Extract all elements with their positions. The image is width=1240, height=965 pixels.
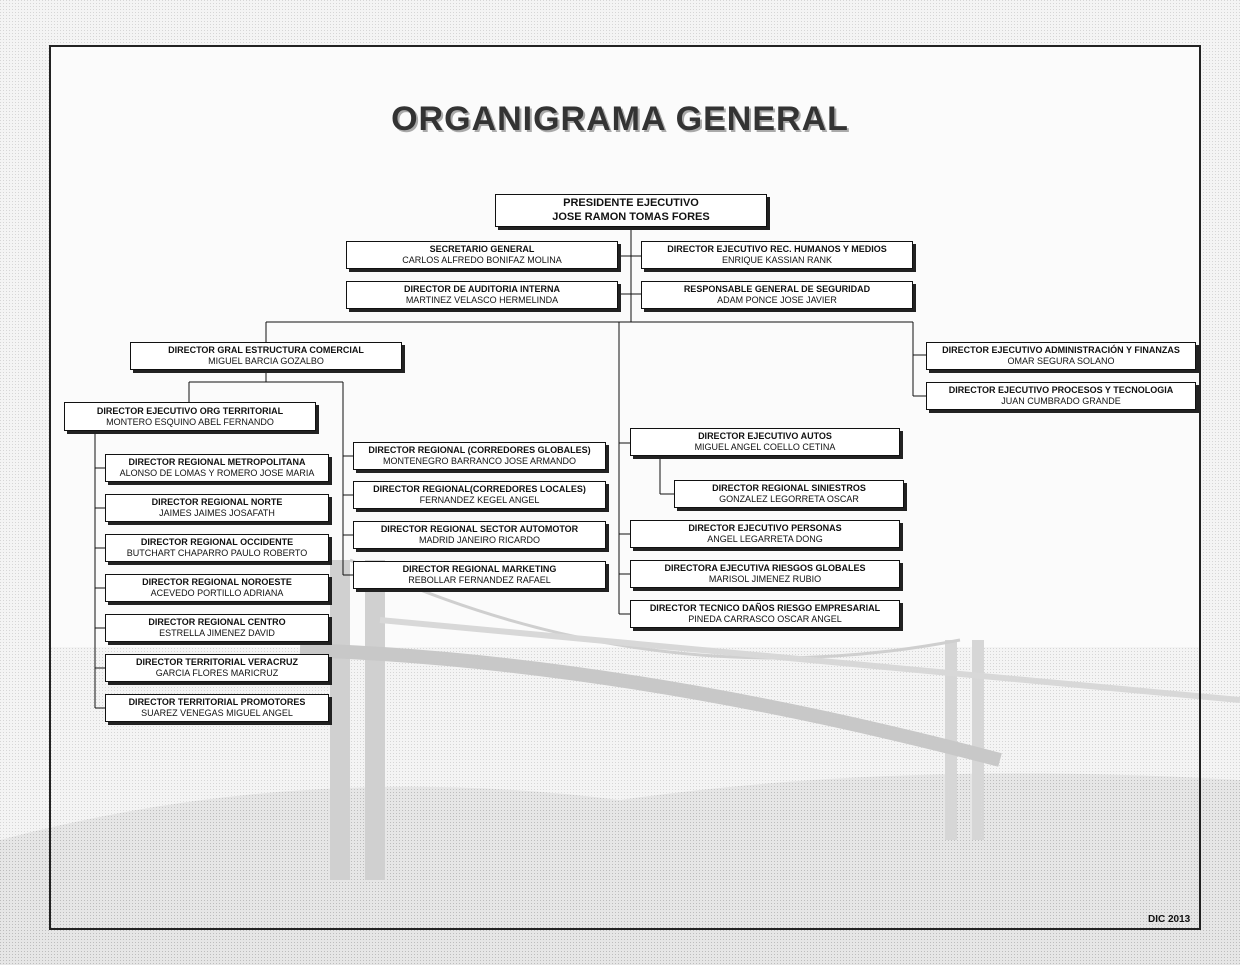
org-box-regional-norte: DIRECTOR REGIONAL NORTE JAIMES JAIMES JO… bbox=[105, 494, 329, 522]
org-box-estructura-comercial: DIRECTOR GRAL ESTRUCTURA COMERCIAL MIGUE… bbox=[130, 342, 402, 370]
position-label: DIRECTOR EJECUTIVO REC. HUMANOS Y MEDIOS bbox=[667, 244, 887, 255]
person-name: GONZALEZ LEGORRETA OSCAR bbox=[719, 494, 859, 504]
person-name: MONTENEGRO BARRANCO JOSE ARMANDO bbox=[382, 456, 577, 466]
person-name: MONTERO ESQUINO ABEL FERNANDO bbox=[106, 416, 274, 427]
org-box-rec-humanos: DIRECTOR EJECUTIVO REC. HUMANOS Y MEDIOS… bbox=[641, 241, 913, 269]
position-label: DIRECTOR REGIONAL NOROESTE bbox=[142, 577, 292, 588]
org-box-territorial-veracruz: DIRECTOR TERRITORIAL VERACRUZ GARCIA FLO… bbox=[105, 654, 329, 682]
person-name: JOSE RAMON TOMAS FORES bbox=[552, 210, 710, 223]
position-label: DIRECTOR REGIONAL MARKETING bbox=[402, 564, 557, 575]
org-box-territorial-promotores: DIRECTOR TERRITORIAL PROMOTORES SUAREZ V… bbox=[105, 694, 329, 722]
position-label: DIRECTOR EJECUTIVO AUTOS bbox=[698, 431, 832, 442]
person-name: JAIMES JAIMES JOSAFATH bbox=[159, 508, 275, 518]
org-box-seguridad: RESPONSABLE GENERAL DE SEGURIDAD ADAM PO… bbox=[641, 281, 913, 309]
person-name: FERNANDEZ KEGEL ANGEL bbox=[419, 495, 540, 505]
position-label: DIRECTOR DE AUDITORIA INTERNA bbox=[403, 284, 560, 295]
person-name: ENRIQUE KASSIAN RANK bbox=[721, 255, 833, 265]
person-name: GARCIA FLORES MARICRUZ bbox=[155, 668, 279, 678]
person-name: SUAREZ VENEGAS MIGUEL ANGEL bbox=[141, 708, 293, 718]
org-box-corredores-globales: DIRECTOR REGIONAL (CORREDORES GLOBALES) … bbox=[353, 442, 606, 470]
position-label: DIRECTOR TECNICO DAÑOS RIESGO EMPRESARIA… bbox=[649, 603, 881, 614]
person-name: MIGUEL BARCIA GOZALBO bbox=[208, 356, 324, 366]
person-name: MARISOL JIMENEZ RUBIO bbox=[708, 574, 822, 584]
position-label: DIRECTOR EJECUTIVO PROCESOS Y TECNOLOGIA bbox=[948, 385, 1174, 396]
position-label: SECRETARIO GENERAL bbox=[429, 244, 535, 255]
position-label: DIRECTOR TERRITORIAL VERACRUZ bbox=[135, 657, 298, 668]
position-label: DIRECTOR REGIONAL METROPOLITANA bbox=[128, 457, 306, 468]
org-box-org-territorial: DIRECTOR EJECUTIVO ORG TERRITORIAL MONTE… bbox=[64, 402, 316, 431]
position-label: DIRECTOR EJECUTIVO ORG TERRITORIAL bbox=[96, 405, 284, 416]
date-footer: DIC 2013 bbox=[1148, 914, 1191, 925]
person-name: REBOLLAR FERNANDEZ RAFAEL bbox=[408, 575, 551, 585]
page-frame bbox=[49, 45, 1201, 930]
position-label: RESPONSABLE GENERAL DE SEGURIDAD bbox=[683, 284, 871, 295]
position-label: DIRECTOR REGIONAL (CORREDORES GLOBALES) bbox=[368, 445, 591, 456]
position-label: DIRECTOR REGIONAL CENTRO bbox=[148, 617, 286, 628]
person-name: JUAN CUMBRADO GRANDE bbox=[1001, 396, 1121, 406]
position-label: PRESIDENTE EJECUTIVO bbox=[563, 197, 699, 210]
position-label: DIRECTOR EJECUTIVO PERSONAS bbox=[688, 523, 842, 534]
person-name: ACEVEDO PORTILLO ADRIANA bbox=[150, 588, 284, 598]
position-label: DIRECTOR REGIONAL NORTE bbox=[151, 497, 283, 508]
org-box-regional-siniestros: DIRECTOR REGIONAL SINIESTROS GONZALEZ LE… bbox=[674, 480, 904, 508]
org-box-regional-occidente: DIRECTOR REGIONAL OCCIDENTE BUTCHART CHA… bbox=[105, 534, 329, 562]
page-title: ORGANIGRAMA GENERAL bbox=[391, 100, 849, 138]
person-name: BUTCHART CHAPARRO PAULO ROBERTO bbox=[126, 548, 308, 558]
org-box-administracion-finanzas: DIRECTOR EJECUTIVO ADMINISTRACIÓN Y FINA… bbox=[926, 342, 1196, 370]
position-label: DIRECTOR REGIONAL OCCIDENTE bbox=[140, 537, 294, 548]
person-name: OMAR SEGURA SOLANO bbox=[1007, 356, 1115, 366]
position-label: DIRECTOR GRAL ESTRUCTURA COMERCIAL bbox=[168, 345, 364, 356]
org-box-regional-noroeste: DIRECTOR REGIONAL NOROESTE ACEVEDO PORTI… bbox=[105, 574, 329, 602]
org-box-procesos-tecnologia: DIRECTOR EJECUTIVO PROCESOS Y TECNOLOGIA… bbox=[926, 382, 1196, 410]
position-label: DIRECTOR TERRITORIAL PROMOTORES bbox=[128, 697, 306, 708]
org-box-auditoria: DIRECTOR DE AUDITORIA INTERNA MARTINEZ V… bbox=[346, 281, 618, 309]
position-label: DIRECTOR REGIONAL SINIESTROS bbox=[712, 483, 866, 494]
org-box-presidente: PRESIDENTE EJECUTIVO JOSE RAMON TOMAS FO… bbox=[495, 194, 767, 227]
org-box-regional-centro: DIRECTOR REGIONAL CENTRO ESTRELLA JIMENE… bbox=[105, 614, 329, 642]
person-name: MARTINEZ VELASCO HERMELINDA bbox=[405, 295, 559, 305]
person-name: MIGUEL ANGEL COELLO CETINA bbox=[694, 442, 836, 452]
position-label: DIRECTOR REGIONAL SECTOR AUTOMOTOR bbox=[380, 524, 579, 535]
org-box-corredores-locales: DIRECTOR REGIONAL(CORREDORES LOCALES) FE… bbox=[353, 481, 606, 509]
person-name: ANGEL LEGARRETA DONG bbox=[707, 534, 823, 544]
person-name: ALONSO DE LOMAS Y ROMERO JOSE MARIA bbox=[119, 468, 315, 478]
org-box-secretario-general: SECRETARIO GENERAL CARLOS ALFREDO BONIFA… bbox=[346, 241, 618, 269]
org-box-ejecutivo-personas: DIRECTOR EJECUTIVO PERSONAS ANGEL LEGARR… bbox=[630, 520, 900, 548]
person-name: MADRID JANEIRO RICARDO bbox=[418, 535, 540, 545]
person-name: PINEDA CARRASCO OSCAR ANGEL bbox=[688, 614, 842, 624]
position-label: DIRECTORA EJECUTIVA RIESGOS GLOBALES bbox=[664, 563, 866, 574]
person-name: ESTRELLA JIMENEZ DAVID bbox=[159, 628, 275, 638]
position-label: DIRECTOR EJECUTIVO ADMINISTRACIÓN Y FINA… bbox=[942, 345, 1180, 356]
org-box-ejecutivo-autos: DIRECTOR EJECUTIVO AUTOS MIGUEL ANGEL CO… bbox=[630, 428, 900, 456]
position-label: DIRECTOR REGIONAL(CORREDORES LOCALES) bbox=[373, 484, 586, 495]
org-box-marketing: DIRECTOR REGIONAL MARKETING REBOLLAR FER… bbox=[353, 561, 606, 589]
person-name: ADAM PONCE JOSE JAVIER bbox=[717, 295, 837, 305]
org-box-danos-riesgo-empresarial: DIRECTOR TECNICO DAÑOS RIESGO EMPRESARIA… bbox=[630, 600, 900, 628]
org-box-sector-automotor: DIRECTOR REGIONAL SECTOR AUTOMOTOR MADRI… bbox=[353, 521, 606, 549]
org-box-riesgos-globales: DIRECTORA EJECUTIVA RIESGOS GLOBALES MAR… bbox=[630, 560, 900, 588]
org-box-regional-metropolitana: DIRECTOR REGIONAL METROPOLITANA ALONSO D… bbox=[105, 454, 329, 482]
person-name: CARLOS ALFREDO BONIFAZ MOLINA bbox=[402, 255, 562, 265]
